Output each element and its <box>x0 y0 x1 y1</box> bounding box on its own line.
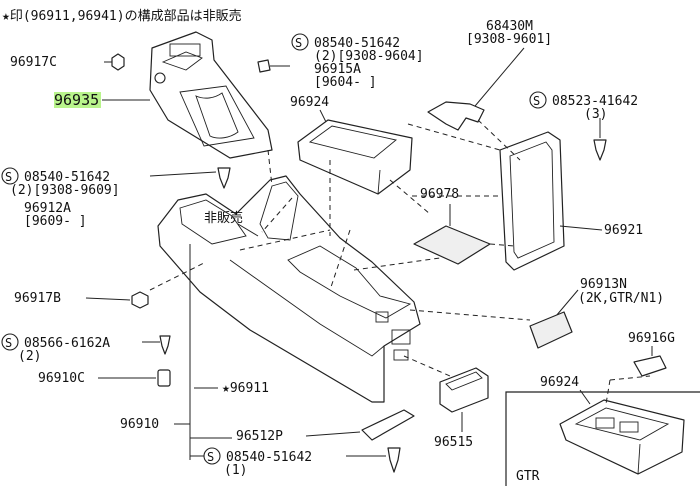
label-96924-gtr: 96924 <box>540 375 579 390</box>
label-screw3-number: 08540-51642 <box>24 170 110 185</box>
gtr-inset-frame <box>505 391 700 486</box>
s-symbol-2-text: S <box>533 94 540 108</box>
assembly-dash-lines <box>149 119 531 377</box>
ashtray-96515 <box>439 367 489 413</box>
label-96915A: 96915A <box>314 62 361 77</box>
s-symbol-4 <box>1 333 19 351</box>
shift-bezel-96935 <box>149 31 273 159</box>
label-screw4-number: 08566-6162A <box>24 336 110 351</box>
label-96912A: 96912A <box>24 201 71 216</box>
label-screw2-number: 08523-41642 <box>552 94 638 109</box>
trim-96512P <box>361 409 415 441</box>
screw-96915A <box>257 59 290 73</box>
label-96917B: 96917B <box>14 291 61 306</box>
tray-96924-gtr <box>559 399 685 475</box>
tray-96924 <box>297 119 413 195</box>
highlight-96935 <box>54 92 101 108</box>
label-gtr: GTR <box>516 469 540 484</box>
label-96921: 96921 <box>604 223 643 238</box>
label-screw4-sub: (2) <box>18 349 41 364</box>
screw-08566 <box>159 335 171 355</box>
s-symbol-4-text: S <box>5 336 12 350</box>
label-96912A-sub: [9609- ] <box>24 214 87 229</box>
label-96910: 96910 <box>120 417 159 432</box>
label-screw1-sub: (2)[9308-9604] <box>314 49 424 64</box>
finisher-96913N <box>529 311 573 349</box>
s-symbol-1-text: S <box>295 36 302 50</box>
screw-08523 <box>593 118 607 161</box>
console-96910 <box>157 175 421 403</box>
label-screw1-number: 08540-51642 <box>314 36 400 51</box>
mat-96978 <box>413 225 491 265</box>
label-96515: 96515 <box>434 435 473 450</box>
clip-96917C <box>104 53 125 71</box>
label-96935: 96935 <box>54 91 99 109</box>
s-symbol-2 <box>529 91 547 109</box>
screw-08540-3 <box>217 167 231 189</box>
label-screw3-sub: (2)[9308-9609] <box>10 183 120 198</box>
s-symbol-1 <box>291 33 309 51</box>
label-96917C: 96917C <box>10 55 57 70</box>
label-screw5-sub: (1) <box>224 463 247 478</box>
label-96916G: 96916G <box>628 331 675 346</box>
s-symbol-5-text: S <box>207 450 214 464</box>
label-screw5-number: 08540-51642 <box>226 450 312 465</box>
bracket-68430M <box>427 101 485 131</box>
clip-96910C <box>157 369 171 387</box>
label-96978: 96978 <box>420 187 459 202</box>
label-96913N: 96913N <box>580 277 627 292</box>
label-96911: ★96911 <box>222 381 269 396</box>
screw-08540-5 <box>387 447 401 473</box>
s-symbol-3 <box>1 167 19 185</box>
label-not-for-sale: 非販売 <box>204 210 243 226</box>
label-96512P: 96512P <box>236 429 283 444</box>
label-96924: 96924 <box>290 95 329 110</box>
s-symbol-3-text: S <box>5 170 12 184</box>
label-96915A-sub: [9604- ] <box>314 75 377 90</box>
label-96910C: 96910C <box>38 371 85 386</box>
label-68430M-sub: [9308-9601] <box>466 32 552 47</box>
label-96913N-sub: (2K,GTR/N1) <box>578 291 664 306</box>
lid-96921 <box>499 131 565 271</box>
clip-96917B <box>131 291 149 309</box>
label-screw2-sub: (3) <box>584 107 607 122</box>
label-68430M: 68430M <box>486 19 533 34</box>
header-note: ★印(96911,96941)の構成部品は非販売 <box>2 8 242 24</box>
cap-96916G <box>633 355 667 377</box>
